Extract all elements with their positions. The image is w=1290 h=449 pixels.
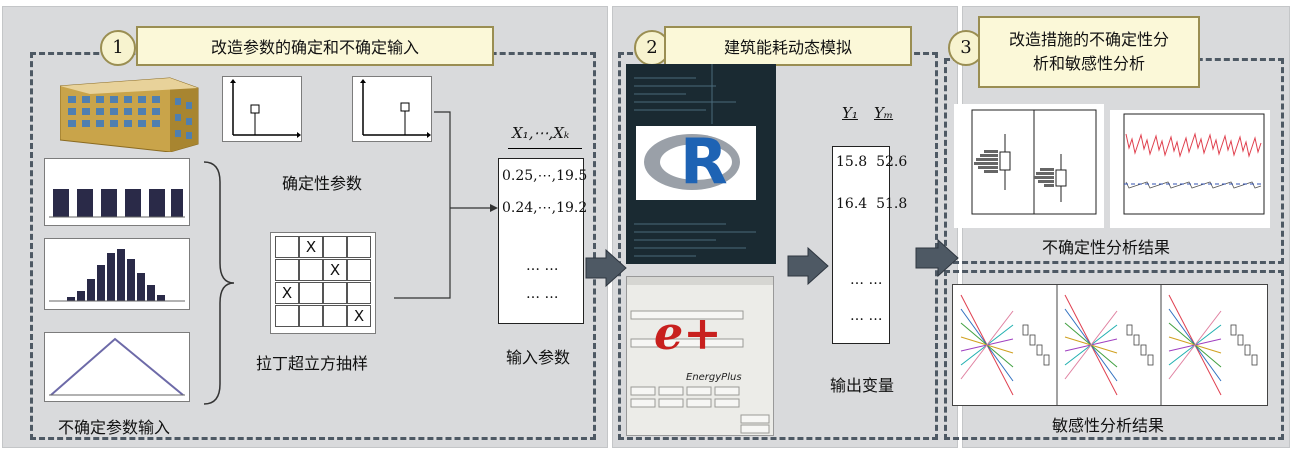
grey-series-line [1125, 181, 1262, 189]
lhs-grid-cell: X [299, 236, 323, 258]
lhs-grid-cell: X [275, 282, 299, 304]
r-logo-icon [644, 134, 740, 190]
stage3-title-line1: 改造措施的不确定性分 [1008, 30, 1169, 49]
output-row-1: 15.8 52.6 [836, 154, 908, 170]
building-icon [60, 77, 199, 152]
uncertain-params-label: 不确定参数输入 [58, 418, 171, 437]
sensitivity-line [1168, 310, 1222, 380]
lhs-grid-cell [299, 282, 323, 304]
uncertainty-boxplot-chart [954, 104, 1104, 228]
sensitivity-box [1251, 354, 1258, 366]
lhs-label: 拉丁超立方抽样 [256, 354, 369, 373]
sensitivity-line [1064, 310, 1118, 380]
input-params-header: X₁,⋯,Xₖ [512, 124, 570, 142]
input-params-label: 输入参数 [506, 348, 571, 367]
sensitivity-box [1147, 354, 1154, 366]
lhs-grid-cell [275, 259, 299, 281]
stage2-title: 建筑能耗动态模拟 [664, 26, 912, 66]
lhs-grid-cell [299, 305, 323, 327]
output-row-3: … … [850, 272, 883, 288]
uncertainty-result-label: 不确定性分析结果 [1042, 238, 1171, 257]
lhs-grid-cell [299, 259, 323, 281]
output-header-ym: Yₘ [874, 104, 894, 122]
sensitivity-box [1126, 324, 1133, 336]
normal-distribution-plot [44, 238, 190, 310]
red-series-line [1125, 132, 1262, 158]
lhs-grid-cell [347, 259, 371, 281]
sensitivity-box [1043, 354, 1050, 366]
sensitivity-chart-panel [952, 284, 1268, 406]
output-vars-label: 输出变量 [830, 376, 895, 395]
lhs-grid-cell [323, 236, 347, 258]
r-logo-letter: R [680, 125, 728, 198]
stage1-number-badge: 1 [100, 30, 136, 66]
lhs-grid-cell [323, 305, 347, 327]
sensitivity-box [1244, 344, 1251, 356]
lhs-grid-cell: X [323, 259, 347, 281]
output-row-4: … … [850, 308, 883, 324]
output-row-2: 16.4 51.8 [836, 196, 908, 212]
connector-lines [394, 111, 498, 299]
triangular-distribution-plot [44, 332, 190, 402]
stage3-title: 改造措施的不确定性分 析和敏感性分析 [978, 16, 1200, 88]
uncertainty-series-chart [1110, 110, 1270, 228]
arrow-stage1-to-stage2-icon [585, 248, 627, 288]
sensitivity-line [960, 310, 1014, 380]
lhs-grid-cell: X [347, 305, 371, 327]
sensitivity-box [1133, 334, 1140, 346]
lhs-grid-cell [347, 282, 371, 304]
output-header-y1: Y₁ [842, 104, 858, 122]
deterministic-plot-1 [222, 76, 302, 142]
sensitivity-result-label: 敏感性分析结果 [1052, 416, 1165, 435]
grouping-brace-icon [203, 161, 235, 405]
energyplus-window [626, 276, 774, 436]
arrow-stage2-to-stage3-icon [915, 238, 959, 278]
lhs-grid-cell [347, 236, 371, 258]
sensitivity-box [1029, 334, 1036, 346]
arrow-r-to-output-icon [787, 246, 829, 286]
stage3-title-line2: 析和敏感性分析 [1032, 54, 1145, 73]
input-values-box [498, 158, 584, 324]
stage1-title: 改造参数的确定和不确定输入 [136, 26, 494, 66]
energyplus-logo-icon: e+ [654, 306, 722, 360]
uniform-distribution-plot [44, 158, 190, 226]
input-row-2: 0.24,⋯,19.2 [502, 200, 588, 216]
energyplus-logo-text: EnergyPlus [686, 372, 742, 383]
sensitivity-box [1036, 344, 1043, 356]
output-values-box [832, 146, 890, 344]
sensitivity-box [1022, 324, 1029, 336]
lhs-grid-cell [275, 236, 299, 258]
deterministic-plot-2 [352, 76, 432, 142]
sensitivity-box [1140, 344, 1147, 356]
input-row-3: … … [526, 258, 559, 274]
stage3-lower-dashed-frame [944, 270, 1284, 440]
input-row-4: … … [526, 286, 559, 302]
deterministic-params-label: 确定性参数 [282, 174, 363, 193]
input-row-1: 0.25,⋯,19.5 [502, 168, 588, 184]
input-header-underline [508, 148, 582, 149]
lhs-grid-cell [275, 305, 299, 327]
sensitivity-box [1230, 324, 1237, 336]
sensitivity-box [1237, 334, 1244, 346]
lhs-grid-cell [323, 282, 347, 304]
